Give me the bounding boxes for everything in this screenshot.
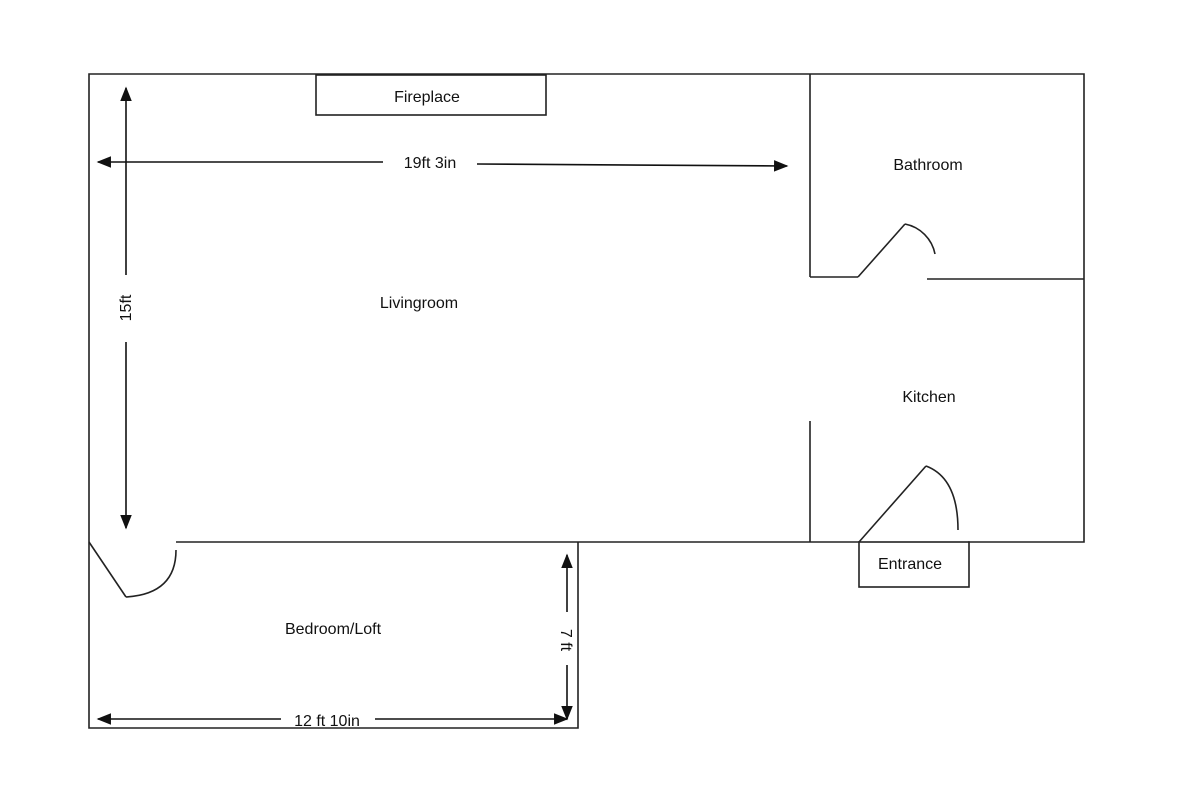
entrance-door [858, 465, 959, 543]
kitchen-label: Kitchen [902, 389, 955, 406]
outer-wall [88, 73, 1085, 543]
living-width-dimension: 19ft 3in [96, 155, 789, 172]
bedroom-door [88, 541, 177, 598]
bathroom-label: Bathroom [893, 157, 962, 174]
living-height-dimension: 15ft [118, 86, 135, 530]
entrance: Entrance [858, 541, 970, 588]
fireplace: Fireplace [315, 74, 547, 116]
entrance-label: Entrance [878, 556, 942, 573]
walls [88, 73, 1085, 729]
bedroom-label: Bedroom/Loft [285, 621, 382, 638]
living-width-label: 19ft 3in [404, 155, 456, 172]
bedroom-height-dimension: 7 ft [557, 553, 574, 721]
fireplace-label: Fireplace [394, 89, 460, 106]
bedroom-width-dimension: 12 ft 10in [96, 713, 569, 730]
doors [88, 223, 959, 598]
bedroom-height-label: 7 ft [557, 629, 574, 652]
livingroom-label: Livingroom [380, 295, 458, 312]
bathroom-door [857, 223, 936, 278]
bedroom-width-label: 12 ft 10in [294, 713, 360, 730]
bedroom-wall [88, 542, 579, 729]
living-height-label: 15ft [118, 294, 135, 321]
